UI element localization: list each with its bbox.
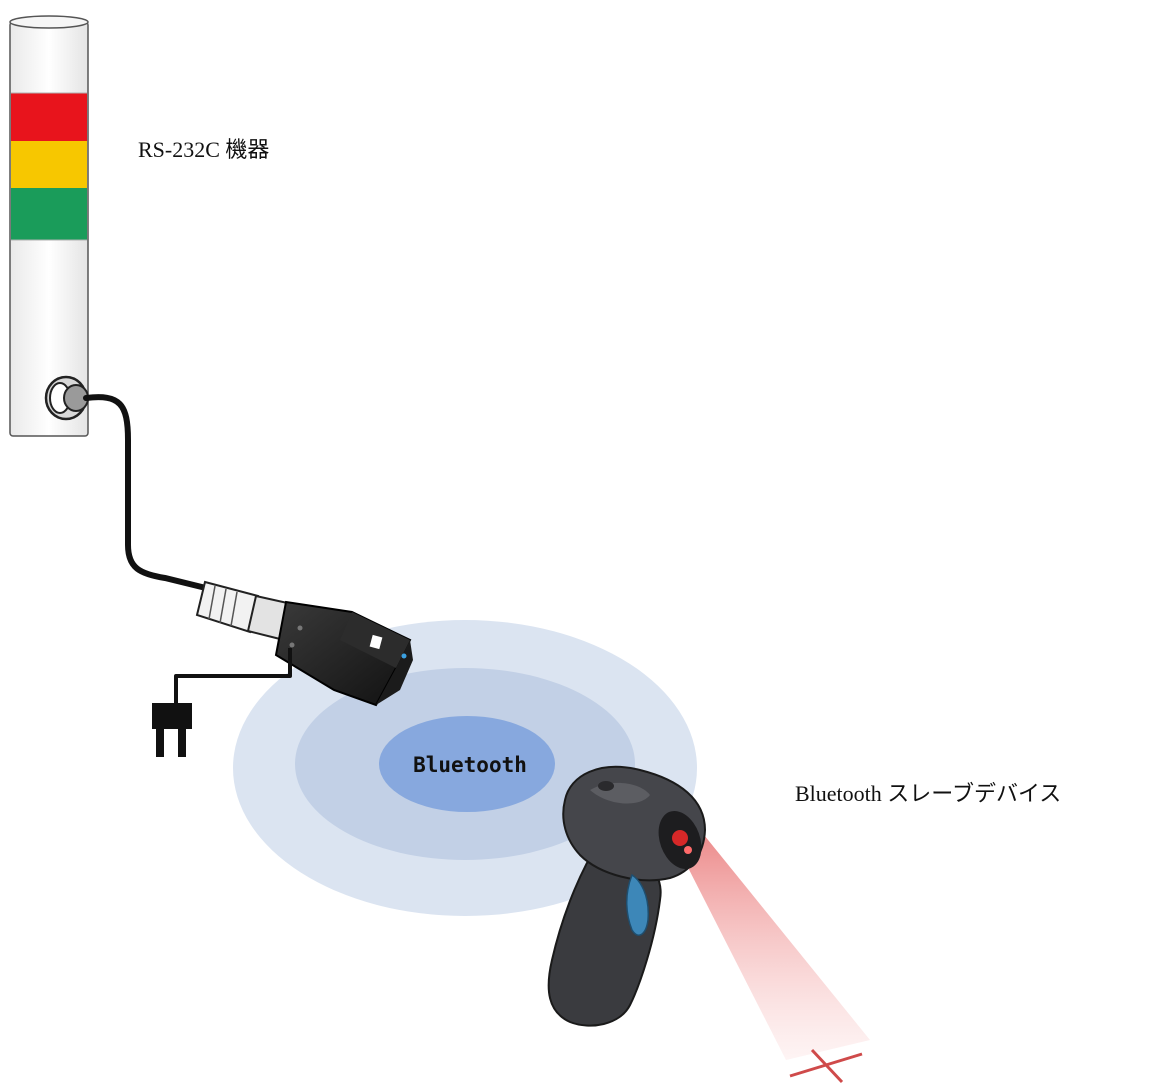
laser-beam: [676, 830, 870, 1060]
signal-tower-icon: [10, 16, 88, 436]
serial-cable: [86, 397, 214, 590]
tower-red-light: [11, 93, 87, 141]
tower-yellow-light: [11, 141, 87, 188]
tower-green-light: [11, 188, 87, 240]
bluetooth-zone-label: Bluetooth: [413, 753, 527, 777]
db9-connector-icon: [197, 582, 292, 640]
rs232c-device-label: RS-232C 機器: [138, 132, 269, 164]
power-plug-icon: [152, 703, 192, 757]
barcode-scanner-icon: [549, 767, 709, 1026]
slave-device-label: Bluetooth スレーブデバイス: [795, 776, 1061, 808]
